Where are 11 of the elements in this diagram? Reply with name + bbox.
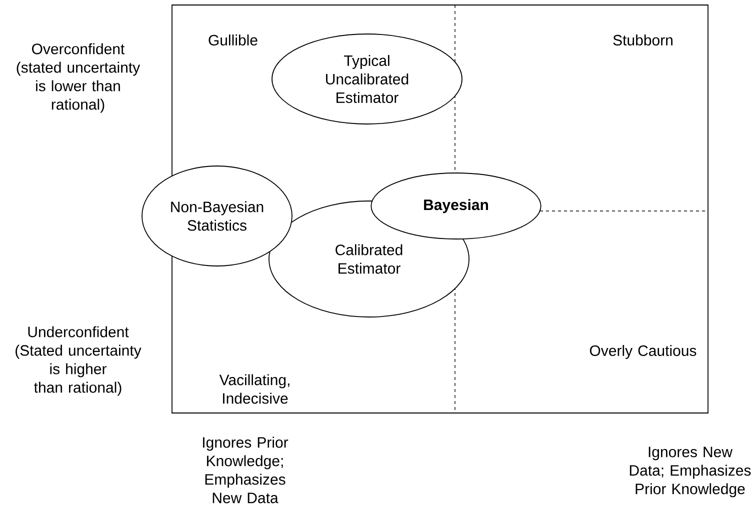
axis-label: Vacillating, Indecisive	[219, 374, 290, 404]
axis-label: Overly Cautious	[590, 345, 696, 359]
axis-label: Ignores Prior Knowledge; Emphasizes New Data	[203, 436, 288, 504]
ellipse-node: Typical Uncalibrated Estimator	[272, 34, 462, 124]
ellipse-node: Bayesian	[370, 172, 542, 240]
ellipse-node: Non-Bayesian Statistics	[142, 166, 292, 266]
axis-label: Ignores New Data; Emphasizes Prior Knowledge	[630, 446, 751, 498]
axis-label: Underconfident (Stated uncertainty is higher than rational)	[16, 326, 142, 396]
axis-label: Stubborn	[613, 34, 672, 46]
axis-label: Gullible	[208, 34, 258, 46]
axis-label: Overconfident (stated uncertainty is lower than rational)	[16, 43, 140, 113]
